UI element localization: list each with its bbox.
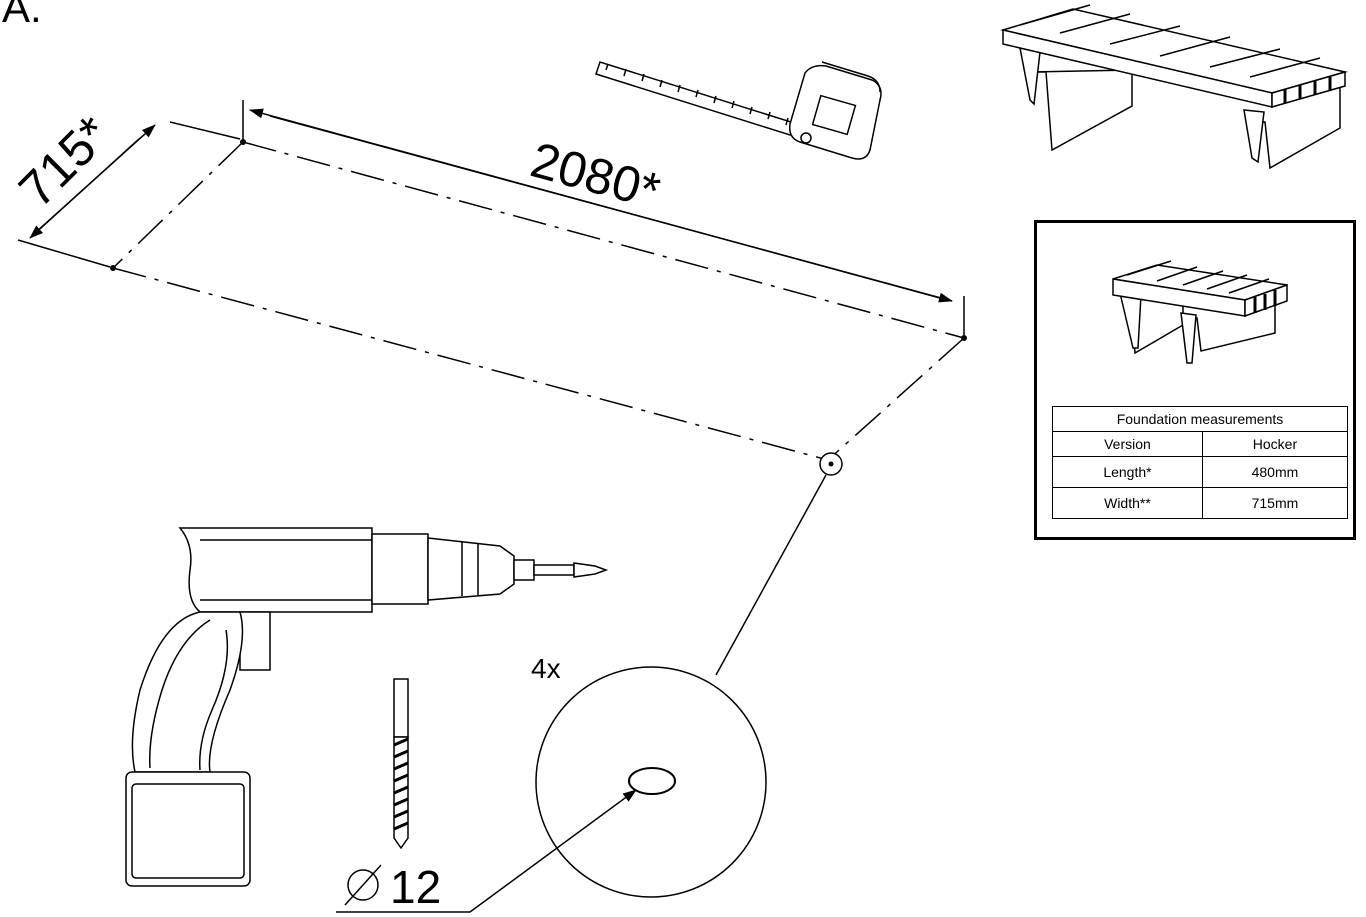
drill-bit-icon	[393, 678, 409, 850]
table-header-row: Foundation measurements	[1052, 406, 1348, 432]
table-row: Width** 715mm	[1052, 487, 1349, 519]
table-cell-value: 480mm	[1201, 456, 1349, 488]
bench-icon	[1000, 4, 1348, 170]
table-row: Length* 480mm	[1052, 456, 1349, 488]
table-cell-label: Width**	[1052, 487, 1203, 519]
table-row: Version Hocker	[1052, 431, 1349, 457]
table-cell-label: Version	[1052, 431, 1203, 457]
foundation-spec-panel: Foundation measurements Version Hocker L…	[1034, 220, 1356, 540]
step-label: A.	[2, 0, 42, 31]
diameter-leader	[336, 789, 637, 913]
width-dimension	[17, 121, 241, 268]
detail-leader	[715, 474, 827, 676]
table-cell-value: Hocker	[1201, 431, 1349, 457]
length-dimension-label: 2080*	[525, 132, 666, 220]
width-dimension-label: 715*	[8, 105, 120, 217]
bench-icon	[1112, 260, 1288, 364]
hole-count: 4x	[531, 653, 561, 684]
table-cell-label: Length*	[1052, 456, 1203, 488]
diameter-symbol-icon	[344, 864, 382, 906]
foundation-table: Foundation measurements Version Hocker L…	[1052, 406, 1349, 519]
length-dimension	[242, 100, 965, 335]
foundation-outline	[112, 141, 965, 461]
tape-measure-icon	[595, 61, 882, 160]
table-title: Foundation measurements	[1052, 406, 1348, 432]
hole-diameter: 12	[390, 861, 441, 913]
drill-icon	[125, 527, 609, 887]
hole	[628, 767, 676, 795]
table-cell-value: 715mm	[1201, 487, 1349, 519]
corner-points	[110, 139, 967, 341]
